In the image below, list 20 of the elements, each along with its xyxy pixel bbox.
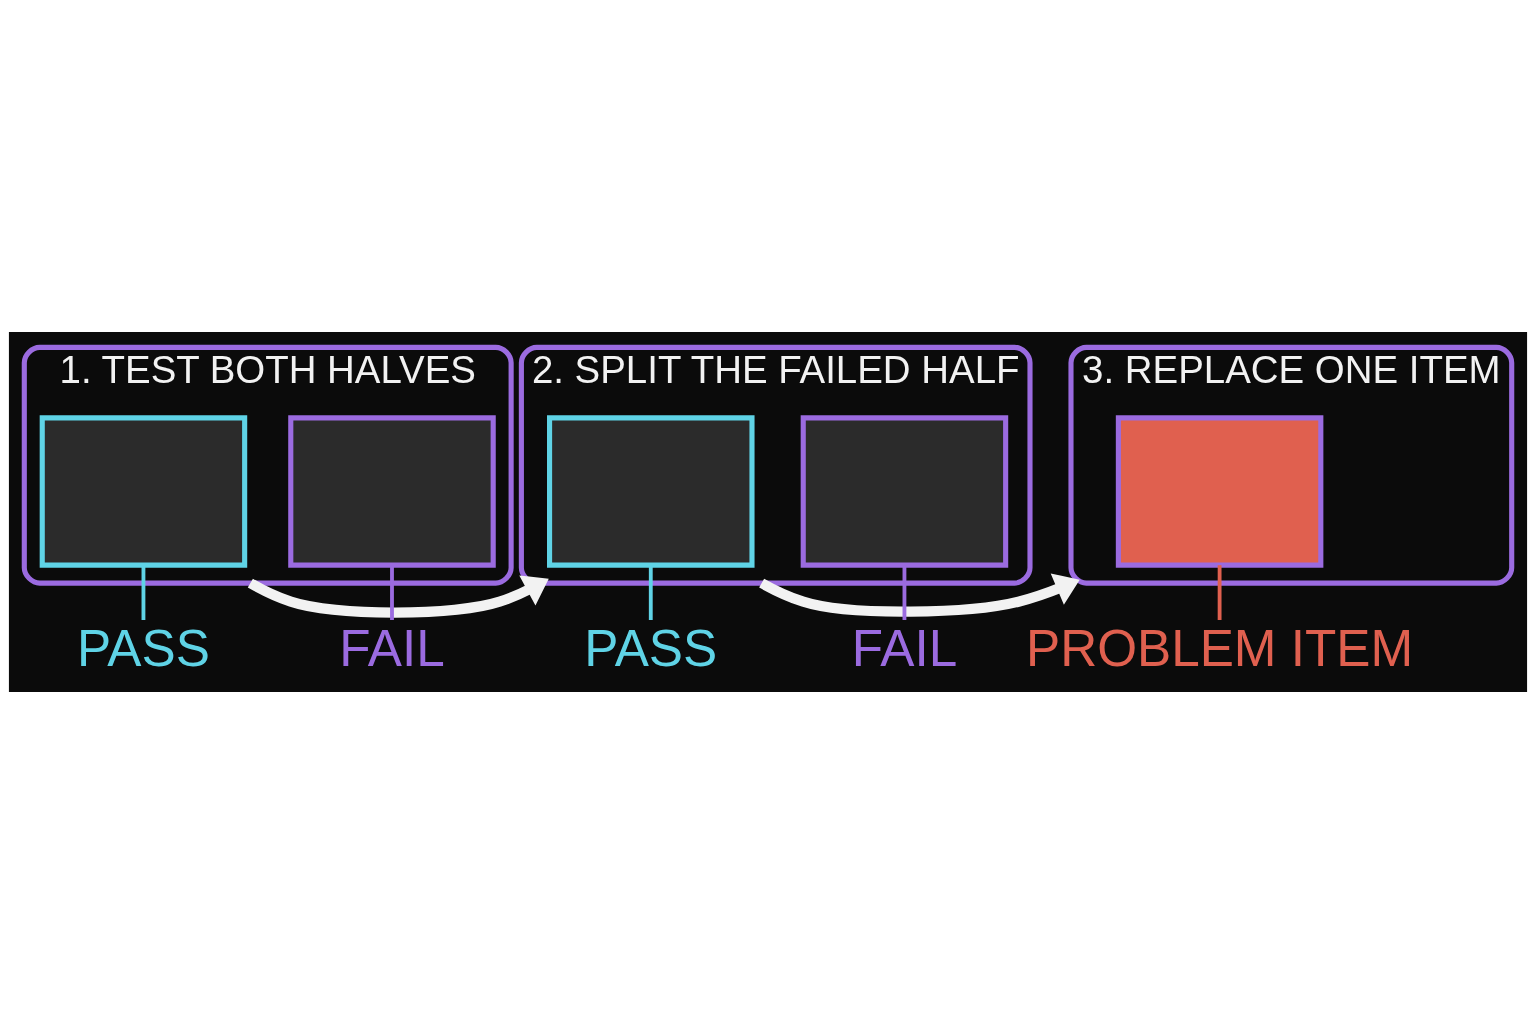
node-text: PASS: [584, 620, 718, 678]
node-text: PROBLEM ITEM: [1026, 620, 1414, 678]
connector: [1217, 565, 1222, 620]
node-text: FAIL: [339, 620, 445, 678]
connector: [902, 565, 907, 620]
node-text: FAIL: [851, 620, 958, 678]
node-box: [1115, 415, 1324, 568]
node-box: [800, 415, 1009, 568]
node-box: [547, 415, 755, 568]
node-box: [39, 415, 248, 568]
cluster: 3. REPLACE ONE ITEM: [1068, 344, 1515, 586]
connector: [141, 565, 146, 620]
arrow: [247, 575, 549, 618]
connector: [648, 565, 653, 620]
cluster: 1. TEST BOTH HALVES: [21, 344, 514, 586]
node-box: [288, 415, 496, 568]
connector: [390, 565, 394, 620]
cluster: 2. SPLIT THE FAILED HALF: [518, 344, 1033, 586]
arrow: [759, 573, 1080, 617]
node-text: PASS: [77, 620, 210, 678]
